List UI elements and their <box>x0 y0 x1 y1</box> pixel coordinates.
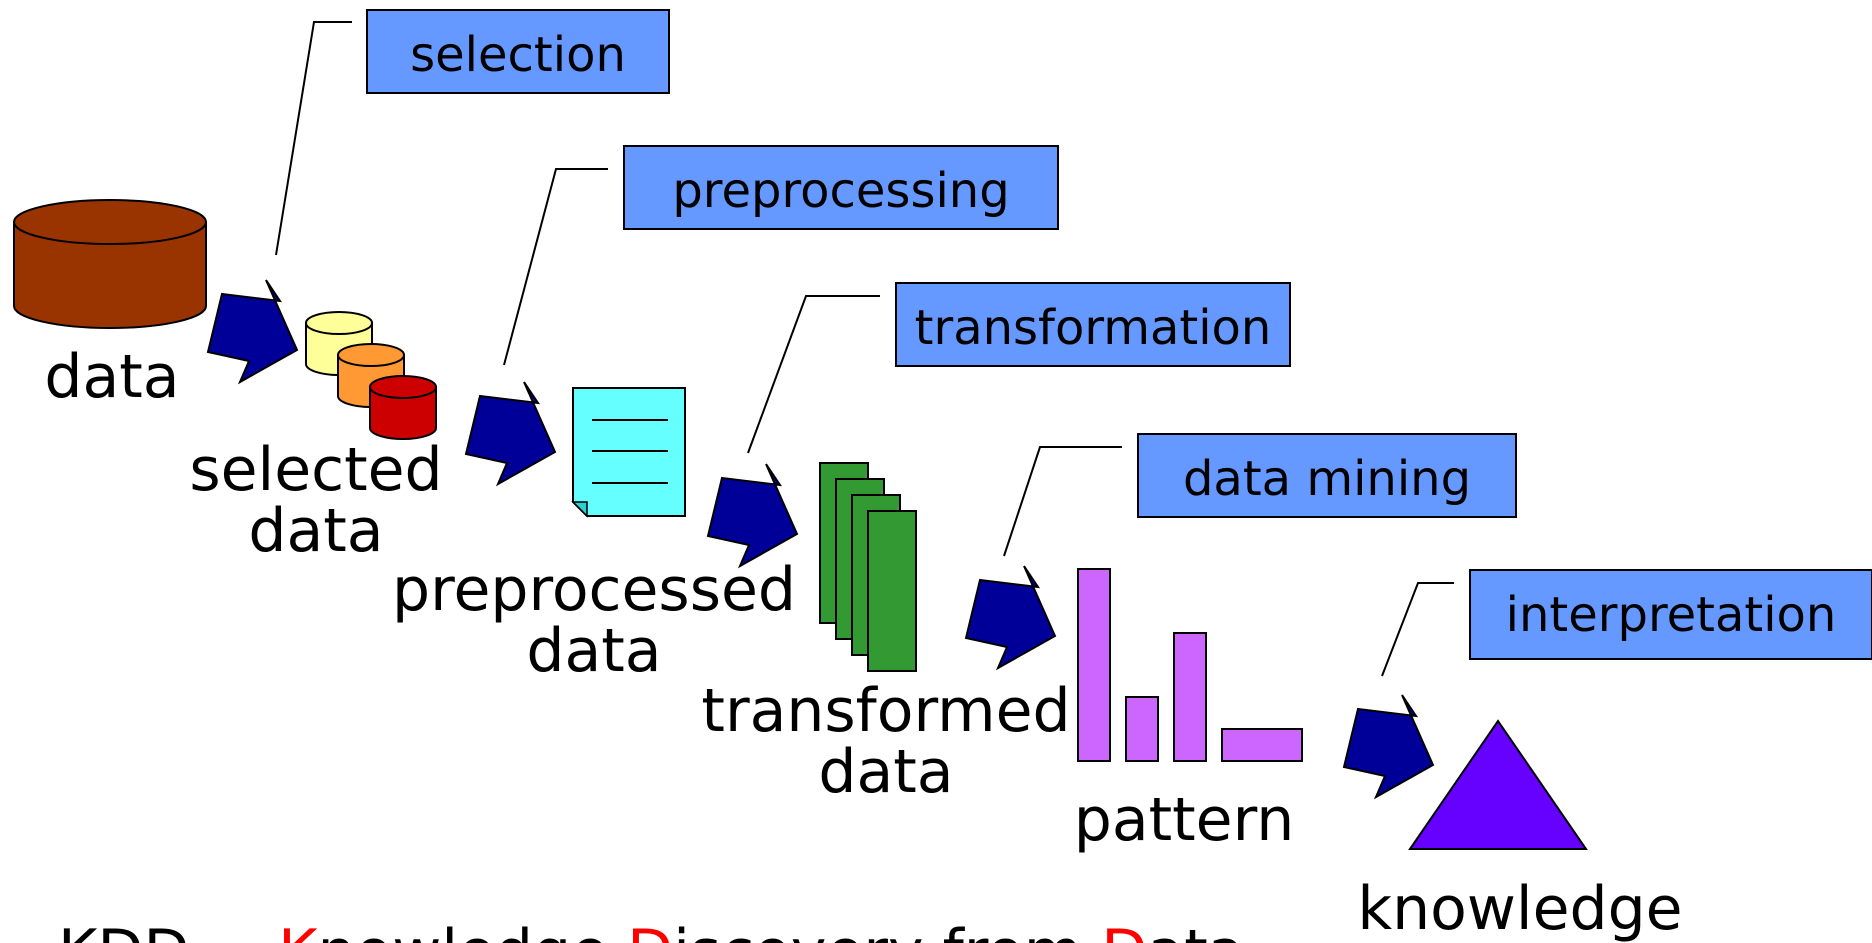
stage-label-transformed: transformed <box>701 676 1070 746</box>
kdd-letter-k: K <box>278 917 319 943</box>
arrow-icon <box>206 279 299 385</box>
data-mining-step-label: data mining <box>1183 451 1471 507</box>
preprocessing-step-box: preprocessing <box>623 145 1059 230</box>
arrow-icon <box>964 565 1057 671</box>
kdd-word-discovery-rest: iscovery from <box>673 917 1101 943</box>
preprocessed-document-icon <box>571 387 686 518</box>
stage-label-data: data <box>44 342 179 412</box>
interpretation-step-box: interpretation <box>1469 569 1872 660</box>
kdd-letter-d2: D <box>1101 917 1147 943</box>
selection-step-box: selection <box>366 9 670 94</box>
data-mining-callout-line <box>1003 446 1122 557</box>
kdd-word-data-rest: ata <box>1148 917 1245 943</box>
preprocessing-step-label: preprocessing <box>672 163 1009 219</box>
arrow-icon <box>706 463 799 569</box>
kdd-prefix: KDD = <box>58 917 278 943</box>
kdd-definition: KDD = Knowledge Discovery from Data <box>58 917 1245 943</box>
transformation-step-box: transformation <box>895 282 1291 367</box>
pattern-bars-icon <box>1077 568 1303 762</box>
data-mining-step-box: data mining <box>1137 433 1517 518</box>
stage-label-knowledge: knowledge <box>1357 874 1682 943</box>
stage-label-transformed-data: data <box>818 737 953 807</box>
stage-label-selected: selected <box>189 435 442 505</box>
kdd-letter-d1: D <box>627 917 673 943</box>
stage-label-preprocessed-data: data <box>526 616 661 686</box>
pattern-bar-3 <box>1173 632 1207 762</box>
interpretation-step-label: interpretation <box>1506 587 1837 643</box>
transformation-callout-line <box>747 295 880 454</box>
selected-cylinders-icon <box>305 311 437 440</box>
stage-label-preprocessed: preprocessed <box>392 555 796 625</box>
data-cylinder-icon <box>13 199 207 329</box>
kdd-word-knowledge-rest: nowledge <box>318 917 628 943</box>
pattern-bar-1 <box>1077 568 1111 762</box>
transformed-pages-icon <box>819 462 917 672</box>
interpretation-callout-line <box>1381 582 1454 677</box>
stage-label-pattern: pattern <box>1074 785 1294 855</box>
selection-callout-line <box>275 21 352 256</box>
pattern-bar-4 <box>1221 728 1303 762</box>
transformation-step-label: transformation <box>915 300 1272 356</box>
stage-label-selected-data: data <box>248 496 383 566</box>
selected-cylinder-red <box>369 375 437 440</box>
knowledge-triangle-icon <box>1408 719 1588 850</box>
pattern-bar-2 <box>1125 696 1159 762</box>
preprocessing-callout-line <box>503 168 608 366</box>
selection-step-label: selection <box>410 27 626 83</box>
arrow-icon <box>1342 694 1435 800</box>
arrow-icon <box>464 381 557 487</box>
